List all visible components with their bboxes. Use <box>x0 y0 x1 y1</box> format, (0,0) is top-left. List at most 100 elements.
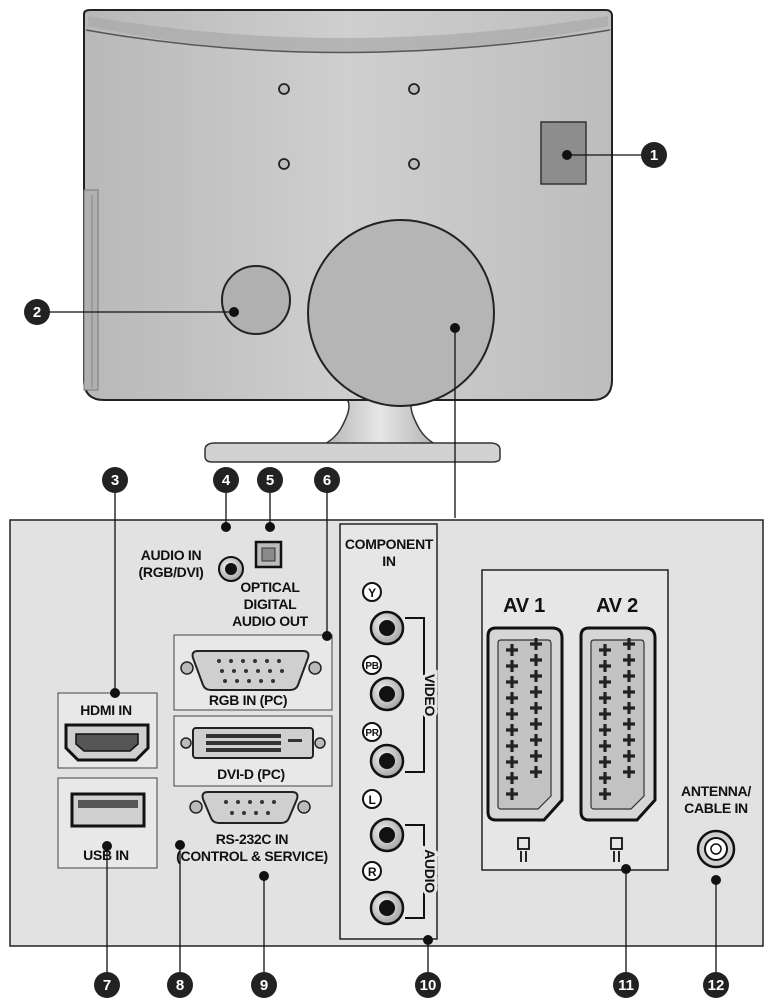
svg-text:DVI-D (PC): DVI-D (PC) <box>217 766 285 782</box>
svg-text:L: L <box>368 793 375 807</box>
dvi-port-icon <box>180 727 326 759</box>
antenna-cable-in[interactable]: ANTENNA/ CABLE IN <box>681 783 752 869</box>
av-scart-group[interactable]: AV 1 AV 2 <box>481 569 669 871</box>
component-in[interactable]: COMPONENT IN Y PB PR VIDEO L R <box>339 523 441 940</box>
svg-text:OPTICAL: OPTICAL <box>240 579 300 595</box>
scart-pin <box>599 724 611 736</box>
optical-digital-audio-out[interactable]: OPTICAL DIGITAL AUDIO OUT <box>232 540 309 629</box>
scart-connector-icon <box>579 626 657 822</box>
jack-pb: PB <box>362 655 405 712</box>
audio-label: AUDIO <box>422 849 438 893</box>
scart-pin <box>623 686 635 698</box>
tv-rear <box>83 9 613 463</box>
scart-pin <box>623 654 635 666</box>
scart-pin <box>506 772 518 784</box>
callout-10: 10 <box>415 972 441 998</box>
scart-symbol-av2 <box>610 837 623 862</box>
callout-6: 6 <box>314 467 340 493</box>
rs-232c-in[interactable]: RS-232C IN (CONTROL & SERVICE) <box>176 791 328 864</box>
scart-pin <box>530 766 542 778</box>
vesa-screw-holes <box>278 83 420 170</box>
av1-label: AV 1 <box>503 595 545 617</box>
scart-pin <box>599 708 611 720</box>
callout-5: 5 <box>257 467 283 493</box>
rgb-in-pc[interactable]: RGB IN (PC) <box>173 634 333 711</box>
svg-text:2: 2 <box>33 304 41 321</box>
callout-3: 3 <box>102 467 128 493</box>
scart-pin <box>506 644 518 656</box>
svg-text:(CONTROL & SERVICE): (CONTROL & SERVICE) <box>176 848 328 864</box>
scart-pin <box>506 788 518 800</box>
scart-pin <box>623 670 635 682</box>
scart-pin <box>530 638 542 650</box>
svg-text:1: 1 <box>650 147 658 164</box>
svg-text:COMPONENT: COMPONENT <box>345 536 434 552</box>
jack-r: R <box>362 861 405 926</box>
stand-neck <box>311 397 448 449</box>
usb-port-icon <box>70 792 146 828</box>
power-cord-socket <box>221 265 291 335</box>
scart-pin <box>530 734 542 746</box>
audio-in-rgb-dvi[interactable]: AUDIO IN (RGB/DVI) <box>139 547 244 582</box>
callout-11: 11 <box>613 972 639 998</box>
scart-pin <box>530 654 542 666</box>
scart-pin <box>530 670 542 682</box>
scart-pin <box>599 660 611 672</box>
audio-in-label: AUDIO IN <box>141 547 202 563</box>
scart-pin <box>599 676 611 688</box>
scart-pin <box>506 724 518 736</box>
scart-pin <box>623 750 635 762</box>
scart-pin <box>506 692 518 704</box>
jack-y: Y <box>362 582 405 646</box>
rca-jack-icon <box>369 610 405 646</box>
scart-symbol-av1 <box>517 837 530 862</box>
callout-7: 7 <box>94 972 120 998</box>
scart-pin <box>506 660 518 672</box>
rca-jack-icon <box>369 743 405 779</box>
scart-pin <box>623 702 635 714</box>
dvi-d-pc[interactable]: DVI-D (PC) <box>173 715 333 787</box>
scart-connector-icon <box>486 626 564 822</box>
dsub-port-icon <box>180 650 322 691</box>
scart-pin <box>530 686 542 698</box>
svg-text:IN: IN <box>382 553 396 569</box>
svg-text:RS-232C IN: RS-232C IN <box>216 831 289 847</box>
svg-text:USB IN: USB IN <box>83 847 129 863</box>
scart-pin <box>599 772 611 784</box>
svg-text:5: 5 <box>266 472 274 489</box>
callout-9: 9 <box>251 972 277 998</box>
svg-text:9: 9 <box>260 977 268 994</box>
svg-text:CABLE IN: CABLE IN <box>684 800 748 816</box>
scart-pin <box>599 692 611 704</box>
scart-pin <box>506 676 518 688</box>
svg-text:6: 6 <box>323 472 331 489</box>
jack-pr: PR <box>362 722 405 779</box>
rca-jack-icon <box>218 556 244 582</box>
svg-text:3: 3 <box>111 472 119 489</box>
svg-text:HDMI IN: HDMI IN <box>80 702 132 718</box>
svg-text:AUDIO OUT: AUDIO OUT <box>232 613 309 629</box>
svg-text:R: R <box>368 865 377 879</box>
callout-2: 2 <box>24 299 50 325</box>
svg-text:PR: PR <box>365 728 379 739</box>
scart-pin <box>599 644 611 656</box>
leader-lines <box>37 154 717 985</box>
rca-jack-icon <box>369 676 405 712</box>
scart-pin <box>599 756 611 768</box>
rca-jack-icon <box>369 817 405 853</box>
svg-text:10: 10 <box>420 977 437 994</box>
svg-text:12: 12 <box>708 977 725 994</box>
scart-pin <box>530 702 542 714</box>
scart-pin <box>506 756 518 768</box>
hdmi-in[interactable]: HDMI IN <box>57 692 158 769</box>
svg-text:7: 7 <box>103 977 111 994</box>
scart-pin <box>506 708 518 720</box>
callout-4: 4 <box>213 467 239 493</box>
jack-l: L <box>362 789 405 853</box>
svg-text:Y: Y <box>368 586 376 600</box>
rear-connection-cover <box>307 219 495 407</box>
rca-jack-icon <box>369 890 405 926</box>
audio-bracket <box>405 824 425 919</box>
svg-text:ANTENNA/: ANTENNA/ <box>681 783 751 799</box>
scart-pin <box>623 638 635 650</box>
